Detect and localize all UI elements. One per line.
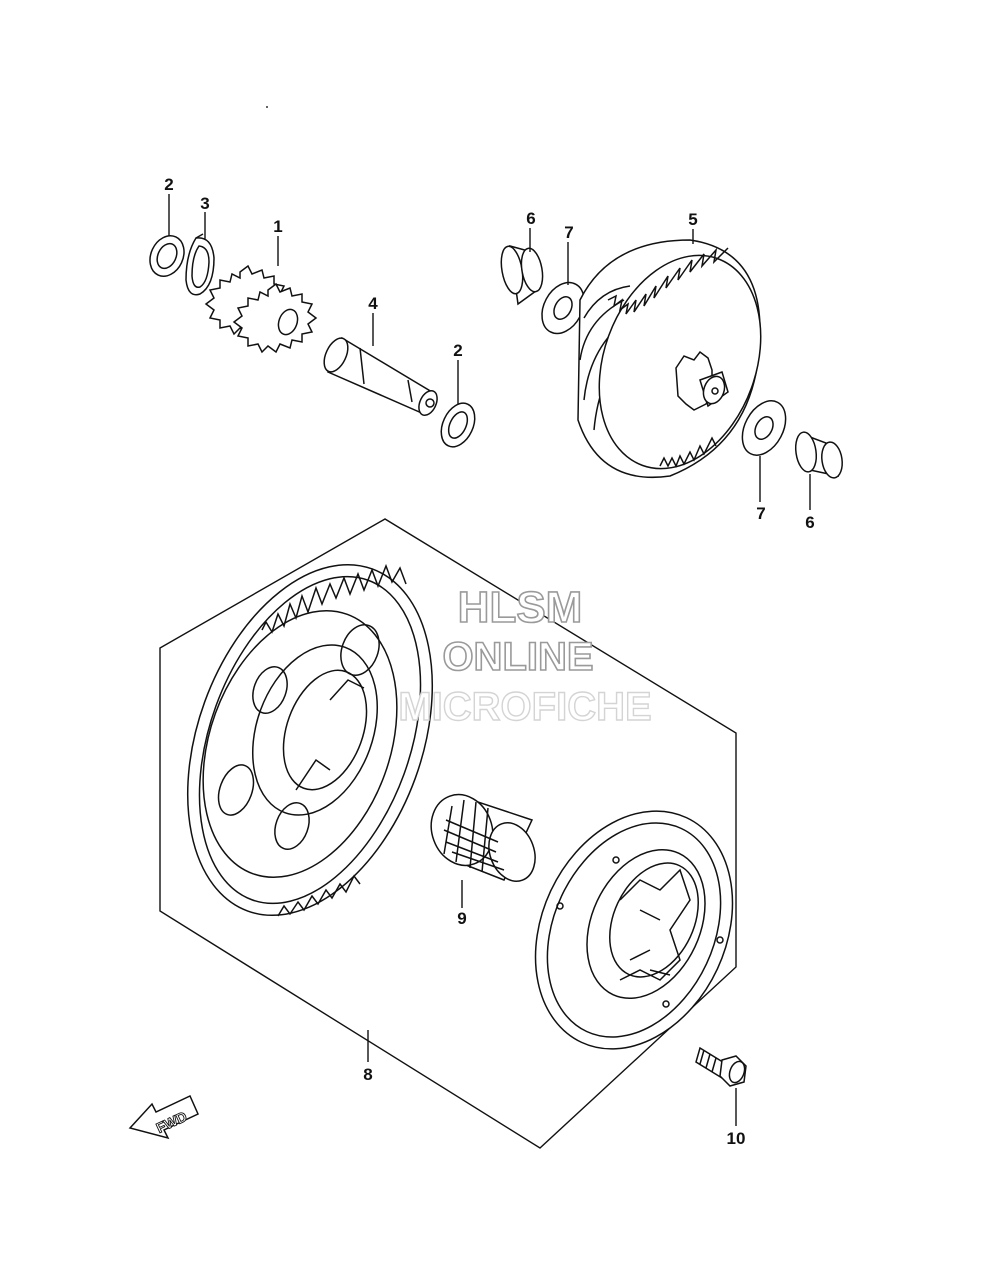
shaft-part-4[interactable] [319, 334, 440, 418]
one-way-clutch-part-8[interactable] [498, 779, 770, 1082]
starter-clutch-gear-part-8[interactable] [143, 531, 478, 950]
leader-lines [168, 194, 811, 1126]
circlip-part-3[interactable] [185, 233, 215, 296]
fwd-direction-arrow: FWD [128, 1094, 199, 1140]
callout-7-upper: 7 [564, 223, 573, 242]
callout-5: 5 [688, 210, 697, 229]
needle-bearing-part-9[interactable] [421, 786, 542, 888]
callout-1: 1 [273, 217, 282, 236]
callout-2-upper: 2 [164, 175, 173, 194]
bushing-part-6-upper[interactable] [498, 244, 546, 306]
callout-3: 3 [200, 194, 209, 213]
thrust-washer-part-7-lower[interactable] [734, 393, 795, 462]
assembly-box-part-8 [159, 518, 737, 1149]
watermark-line-1: HLSM [458, 583, 583, 632]
small-gear-part-1[interactable] [204, 264, 318, 354]
watermark: HLSM ONLINE MICROFICHE [398, 582, 653, 730]
speck [266, 106, 268, 108]
callout-10: 10 [727, 1129, 746, 1148]
idle-gear-part-5[interactable] [571, 233, 789, 492]
bolt-part-10[interactable] [695, 1046, 747, 1087]
washer-part-2-lower[interactable] [435, 398, 482, 452]
watermark-line-2: ONLINE [442, 635, 593, 679]
callout-4: 4 [368, 294, 378, 313]
washer-part-2-upper[interactable] [144, 230, 191, 282]
bushing-part-6-lower[interactable] [793, 431, 844, 479]
callout-2-lower: 2 [453, 341, 462, 360]
callout-labels: 2 3 1 4 2 6 7 5 7 6 9 8 10 [164, 175, 814, 1148]
callout-6-upper: 6 [526, 209, 535, 228]
thrust-washer-part-7-upper[interactable] [534, 275, 593, 341]
callout-9: 9 [457, 909, 466, 928]
watermark-line-3: MICROFICHE [398, 685, 651, 729]
callout-8: 8 [363, 1065, 372, 1084]
callout-6-lower: 6 [805, 513, 814, 532]
callout-7-lower: 7 [756, 504, 765, 523]
